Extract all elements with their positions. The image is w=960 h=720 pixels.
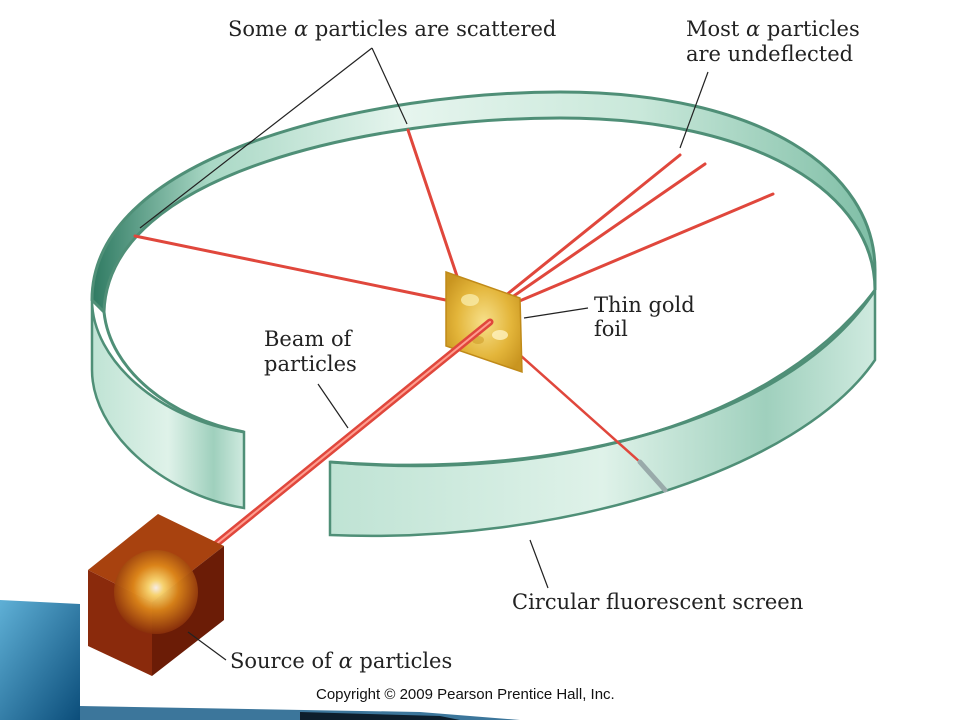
track-straight-3	[508, 192, 775, 307]
leader-screen	[529, 539, 549, 589]
ring-top-edge-right	[329, 289, 877, 467]
leader-scatter-a	[139, 47, 373, 229]
cube-glow	[114, 550, 198, 634]
label-beam-line2: particles	[264, 352, 357, 376]
corner-wedge	[0, 600, 80, 720]
label-undeflected-line2: are undeflected	[686, 42, 853, 66]
foil-ripple-1	[461, 294, 479, 306]
ring-front-left	[90, 299, 246, 510]
leader-source	[187, 631, 227, 661]
leader-lines	[139, 47, 709, 661]
ring-top-edge-left	[102, 311, 245, 434]
label-scattered: Some α particles are scattered	[228, 17, 556, 41]
alpha-source-cube	[88, 514, 224, 676]
label-foil-line2: foil	[594, 317, 628, 341]
track-scatter-up	[406, 128, 467, 302]
label-foil-line1: Thin gold	[594, 293, 695, 317]
label-source: Source of α particles	[230, 649, 452, 673]
leader-foil	[523, 307, 589, 319]
label-undeflected-line1: Most α particles	[686, 17, 860, 41]
track-straight-2	[503, 162, 707, 304]
screen-glow-mark	[637, 459, 668, 493]
copyright-notice: Copyright © 2009 Pearson Prentice Hall, …	[316, 686, 615, 703]
track-scatter-left	[133, 234, 472, 307]
leader-scatter-b	[371, 47, 408, 125]
label-beam-line1: Beam of	[264, 327, 354, 351]
label-screen: Circular fluorescent screen	[512, 590, 803, 614]
leader-undeflected	[679, 71, 709, 149]
particle-tracks	[133, 128, 775, 464]
bottom-band-dark	[300, 712, 460, 720]
leader-beam	[317, 383, 349, 429]
incoming-beam-highlight	[214, 321, 491, 546]
track-straight-1	[498, 153, 682, 302]
gold-foil	[445, 270, 523, 374]
foil-ripple-2	[492, 330, 508, 340]
